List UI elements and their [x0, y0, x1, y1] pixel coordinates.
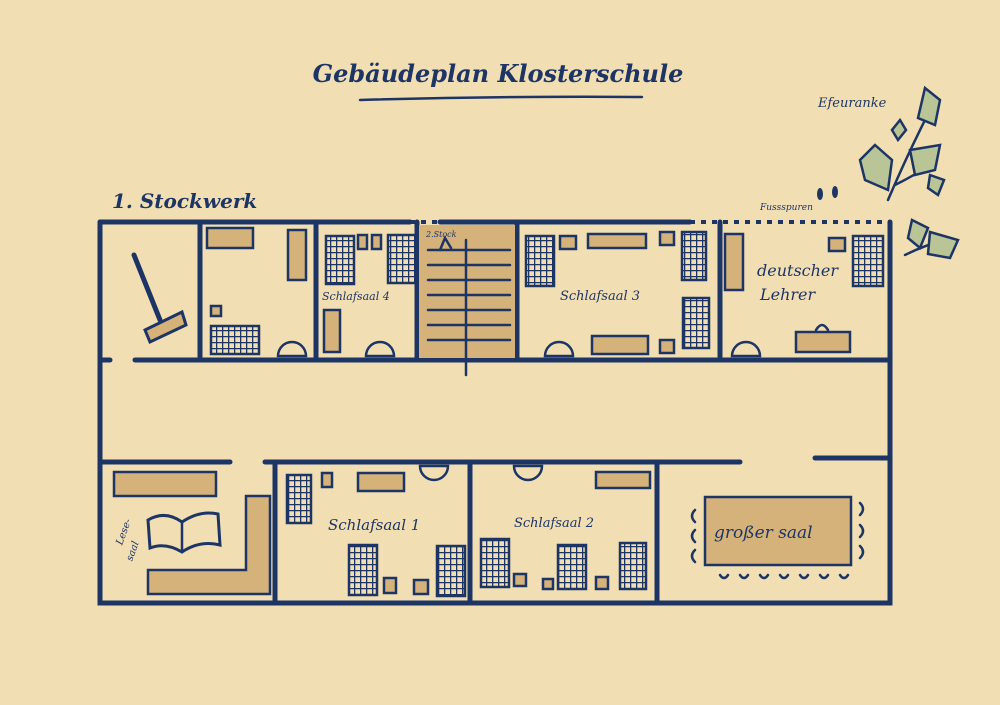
room-label-teacher-1: deutscher — [757, 261, 839, 280]
room-label-schlafsaal-3: Schlafsaal 3 — [560, 289, 640, 304]
arrow-up-icon — [438, 235, 453, 252]
stairs-label: 2.Stock — [425, 230, 457, 239]
room-label-schlafsaal-4: Schlafsaal 4 — [322, 290, 390, 303]
room-label-grosser-saal: großer saal — [714, 523, 813, 543]
book-icon — [146, 511, 222, 554]
room-label-schlafsaal-1: Schlafsaal 1 — [328, 516, 420, 534]
room-label-teacher-2: Lehrer — [759, 285, 817, 304]
footprints-icon — [817, 186, 838, 200]
ivy-leaves-icon — [858, 85, 960, 260]
room-label-lesesaal-2: saal — [124, 540, 141, 563]
outer-walls — [97, 219, 893, 606]
footprints-label: Fussspuren — [759, 203, 813, 213]
staircase: 2.Stock — [419, 225, 515, 377]
room-label-schlafsaal-2: Schlafsaal 2 — [514, 516, 594, 531]
ivy-label: Efeuranke — [817, 96, 887, 111]
broom-icon — [131, 252, 188, 345]
floor-label: 1. Stockwerk — [112, 189, 257, 213]
plan-title: Gebäudeplan Klosterschule — [313, 59, 684, 88]
title-underline — [358, 95, 644, 102]
